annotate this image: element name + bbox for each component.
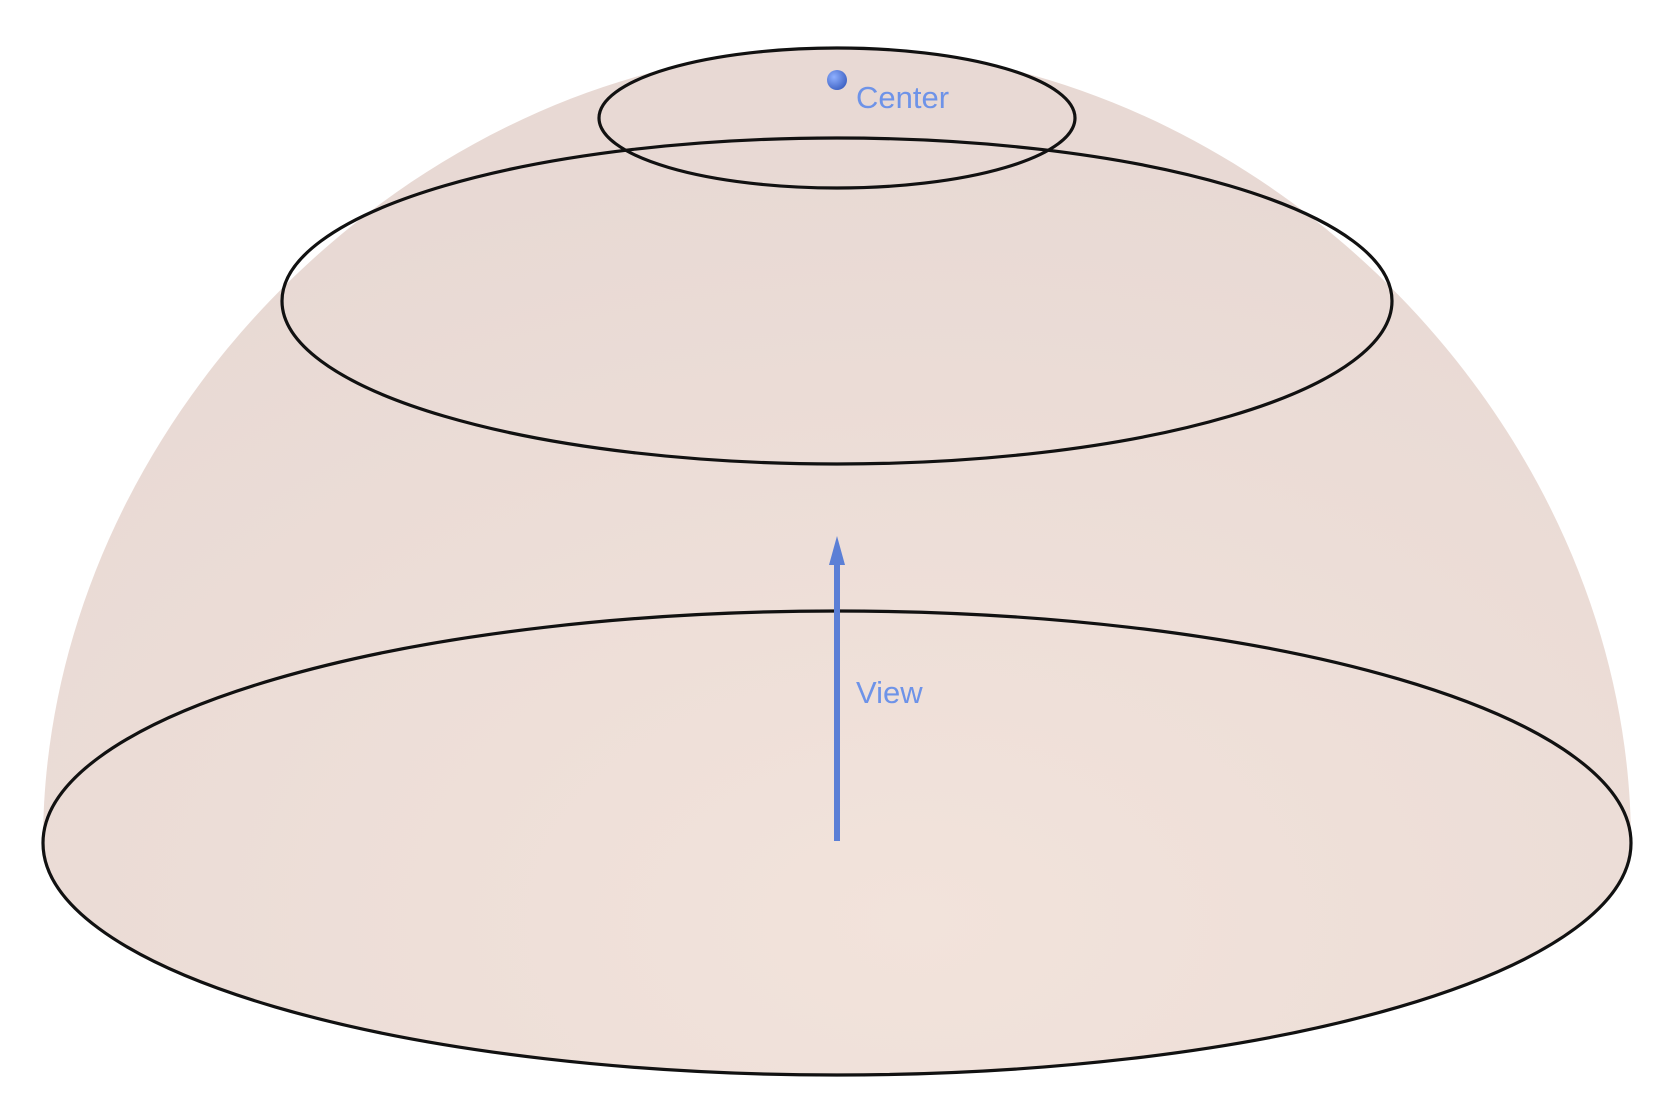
top-ring: [597, 46, 1077, 190]
center-point: [827, 70, 847, 90]
view-arrow-head: [829, 536, 845, 565]
view-label: View: [856, 675, 923, 710]
middle-ring: [280, 136, 1394, 466]
center-label: Center: [856, 80, 949, 115]
